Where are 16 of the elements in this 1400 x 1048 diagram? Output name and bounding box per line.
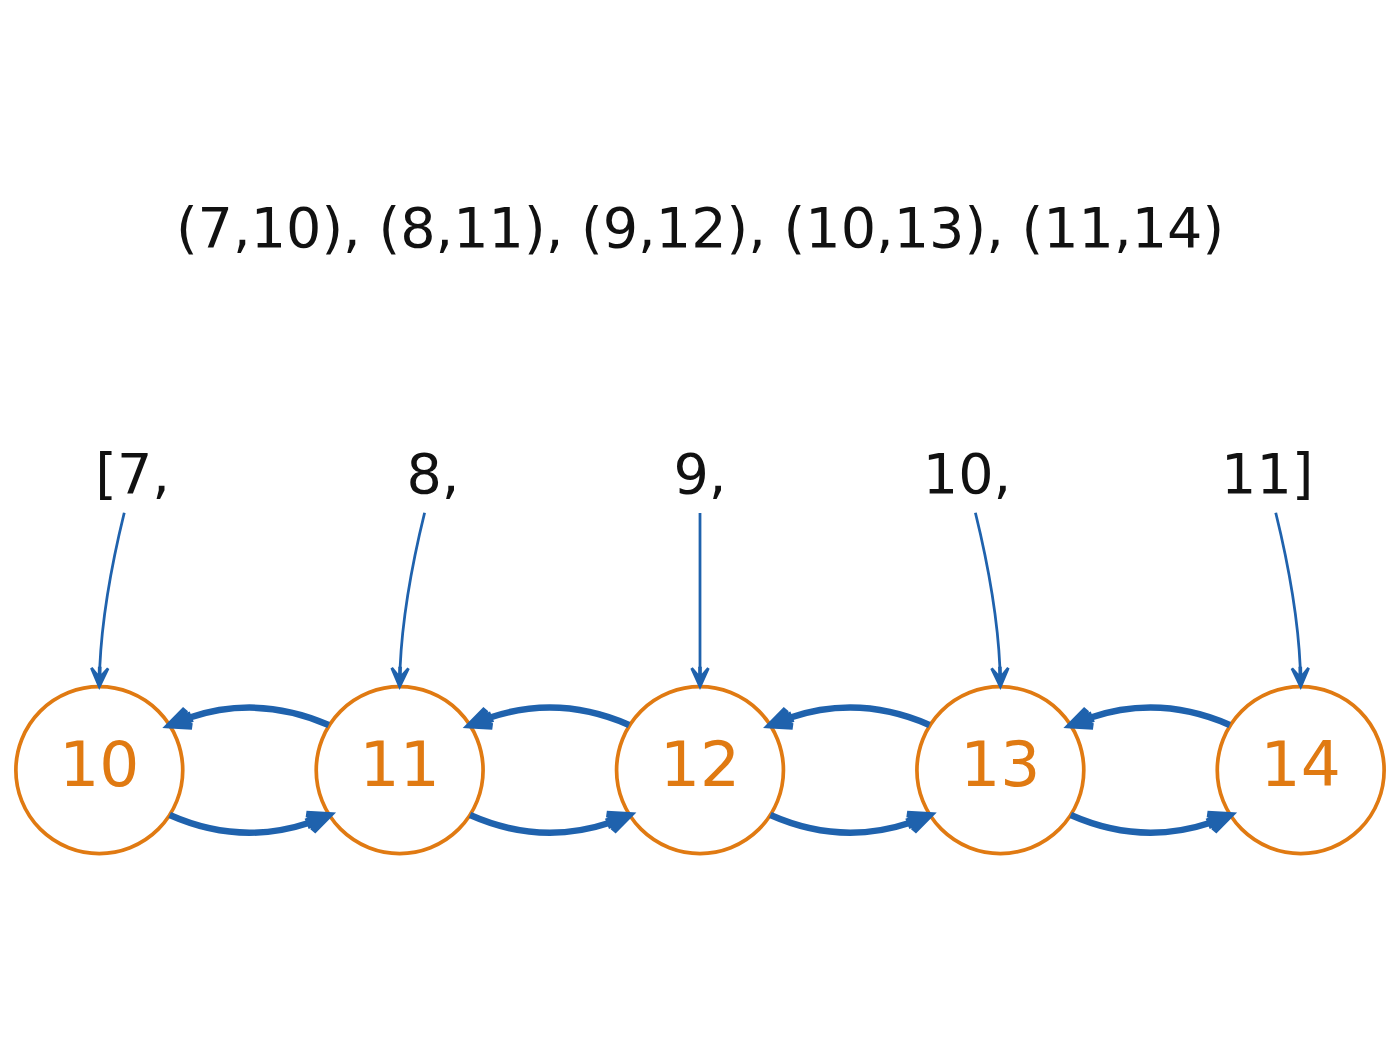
arrow xyxy=(90,511,126,688)
arrow xyxy=(390,511,426,688)
arrow xyxy=(1274,511,1310,688)
node-circle: 12 xyxy=(614,684,786,855)
node-text: 8, xyxy=(406,440,460,506)
node-circle: 14 xyxy=(1215,684,1386,855)
node-text: 11] xyxy=(1221,440,1314,506)
node-circle: 11 xyxy=(314,684,485,855)
arrow xyxy=(974,511,1010,688)
label: (7,10), (8,11), (9,12), (10,13), (11,14) xyxy=(175,194,1225,260)
node-text: [7, xyxy=(95,440,171,506)
node-circle: 13 xyxy=(915,684,1086,855)
arrow xyxy=(690,512,710,688)
node-text: 10, xyxy=(922,440,1012,506)
node-text: 9, xyxy=(673,440,727,506)
node-circle: 10 xyxy=(14,684,185,855)
